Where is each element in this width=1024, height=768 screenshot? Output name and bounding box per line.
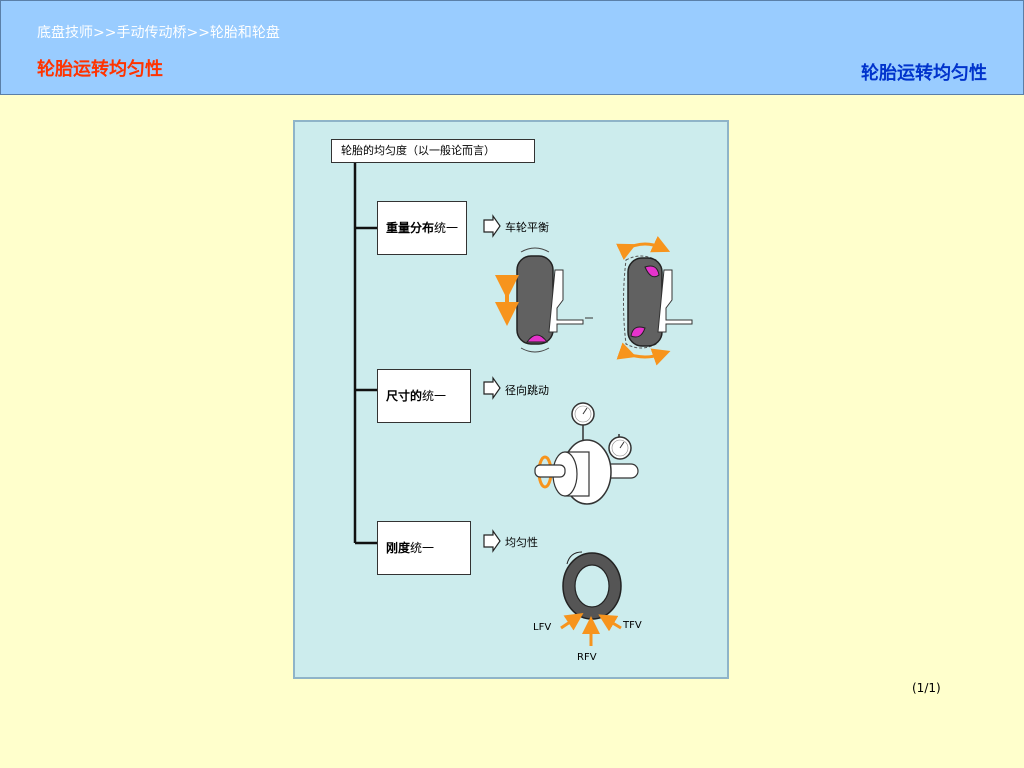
page-title: 轮胎运转均匀性 (861, 63, 987, 84)
tree-connector (353, 163, 377, 545)
arrow-icon (483, 214, 501, 553)
item-label-bold: 重量分布 (386, 221, 435, 235)
weight-distribution-box: 重量分布统一 (377, 201, 467, 255)
item-label-rest: 统一 (410, 541, 435, 555)
page-number: (1/1) (912, 681, 941, 695)
runout-gauge-icon (534, 402, 639, 505)
radial-runout-label: 径向跳动 (505, 384, 549, 397)
breadcrumb: 底盘技师>>手动传动桥>>轮胎和轮盘 (37, 25, 280, 41)
diagram-drawing (353, 163, 693, 646)
header-bar: 底盘技师>>手动传动桥>>轮胎和轮盘 轮胎运转均匀性 轮胎运转均匀性 (0, 0, 1024, 95)
dynamic-imbalance-tire-icon (616, 236, 693, 366)
uniformity-diagram: 轮胎的均匀度（以一般论而言） 重量分布统一 尺寸的统一 刚度统一 车轮平衡 径向… (293, 120, 729, 679)
uniformity-heading: 轮胎的均匀度（以一般论而言） (331, 139, 535, 163)
rfv-label: RFV (577, 652, 597, 663)
wheel-balance-label: 车轮平衡 (505, 221, 549, 234)
tfv-label: TFV (623, 620, 642, 631)
stiffness-box: 刚度统一 (377, 521, 471, 575)
uniformity-label: 均匀性 (505, 536, 538, 549)
static-imbalance-tire-icon (495, 247, 593, 353)
section-title: 轮胎运转均匀性 (37, 59, 163, 80)
item-label-bold: 刚度 (386, 541, 411, 555)
item-label-rest: 统一 (434, 221, 459, 235)
lfv-label: LFV (533, 622, 552, 633)
tire-force-icon (560, 551, 622, 646)
item-label-bold: 尺寸的 (386, 389, 423, 403)
dimension-box: 尺寸的统一 (377, 369, 471, 423)
item-label-rest: 统一 (422, 389, 447, 403)
